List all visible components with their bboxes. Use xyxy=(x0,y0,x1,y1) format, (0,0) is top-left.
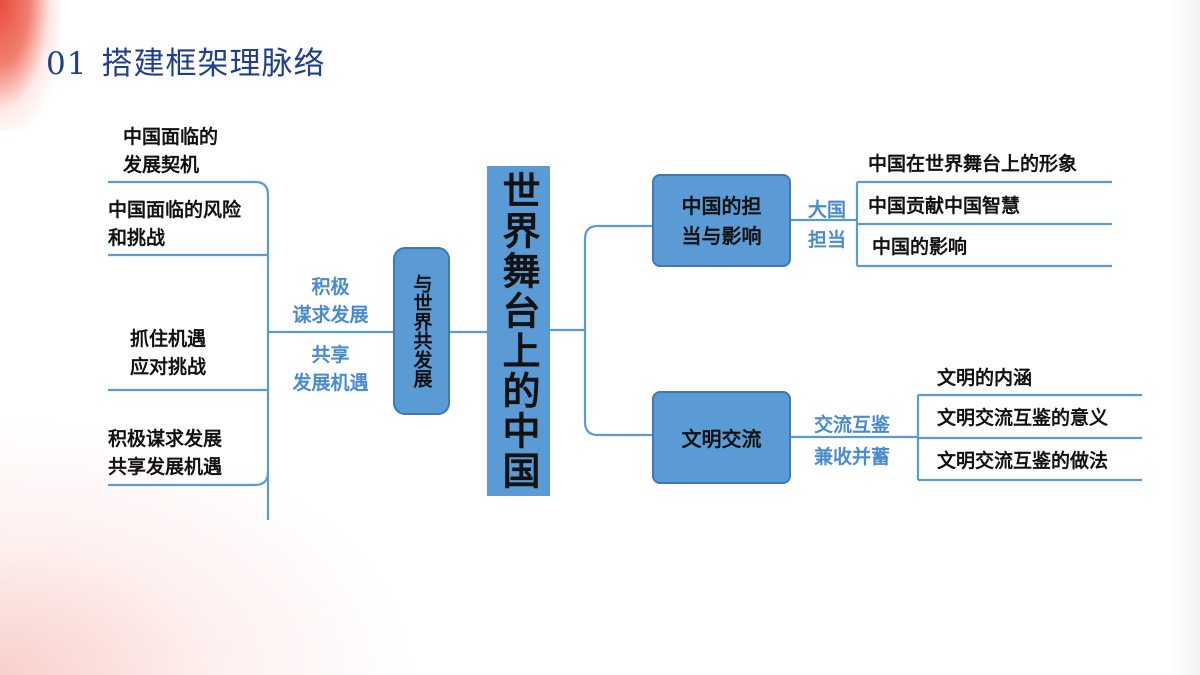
decor-edge-right xyxy=(1170,0,1200,675)
section-title: 搭建框架理脉络 xyxy=(101,46,326,82)
center-box: 世界舞台上的中国 xyxy=(487,166,550,496)
hub-box: 与世界共发展 xyxy=(393,247,450,415)
decor-corner-bottom-left xyxy=(0,415,420,675)
right-top-box-label: 中国的担 当与影响 xyxy=(681,193,762,248)
left-item-1-underline xyxy=(108,180,270,520)
right-bottom-box: 文明交流 xyxy=(652,391,791,484)
right-top-item-2: 中国贡献中国智慧 xyxy=(868,195,1021,217)
right-top-item-3: 中国的影响 xyxy=(872,236,968,258)
left-connector-label-upper: 积极 谋求发展 xyxy=(292,276,369,326)
center-label: 世界舞台上的中国 xyxy=(496,171,540,491)
left-item-4-underline xyxy=(108,471,270,487)
decor-corner-top-left xyxy=(0,0,60,130)
right-bracket xyxy=(583,224,652,437)
right-top-connector-label: 大国 担当 xyxy=(807,199,846,251)
right-bottom-item-2: 文明交流互鉴的意义 xyxy=(937,407,1109,429)
page-title: 01 搭建框架理脉络 xyxy=(46,38,325,83)
section-number: 01 xyxy=(46,46,88,82)
hub-label: 与世界共发展 xyxy=(410,274,433,388)
right-top-box: 中国的担 当与影响 xyxy=(652,174,791,267)
left-item-1: 中国面临的 发展契机 xyxy=(123,126,219,176)
right-bottom-item-3: 文明交流互鉴的做法 xyxy=(937,450,1109,472)
left-item-4: 积极谋求发展 共享发展机遇 xyxy=(108,428,223,478)
right-bottom-item-1: 文明的内涵 xyxy=(937,367,1033,389)
left-item-3: 抓住机遇 应对挑战 xyxy=(130,328,207,378)
right-top-item-1: 中国在世界舞台上的形象 xyxy=(868,153,1078,175)
right-bottom-box-label: 文明交流 xyxy=(681,427,762,451)
right-bottom-connector-label: 交流互鉴 兼收并蓄 xyxy=(813,414,890,468)
left-connector-label-lower: 共享 发展机遇 xyxy=(292,344,369,394)
left-item-2: 中国面临的风险 和挑战 xyxy=(108,199,242,249)
